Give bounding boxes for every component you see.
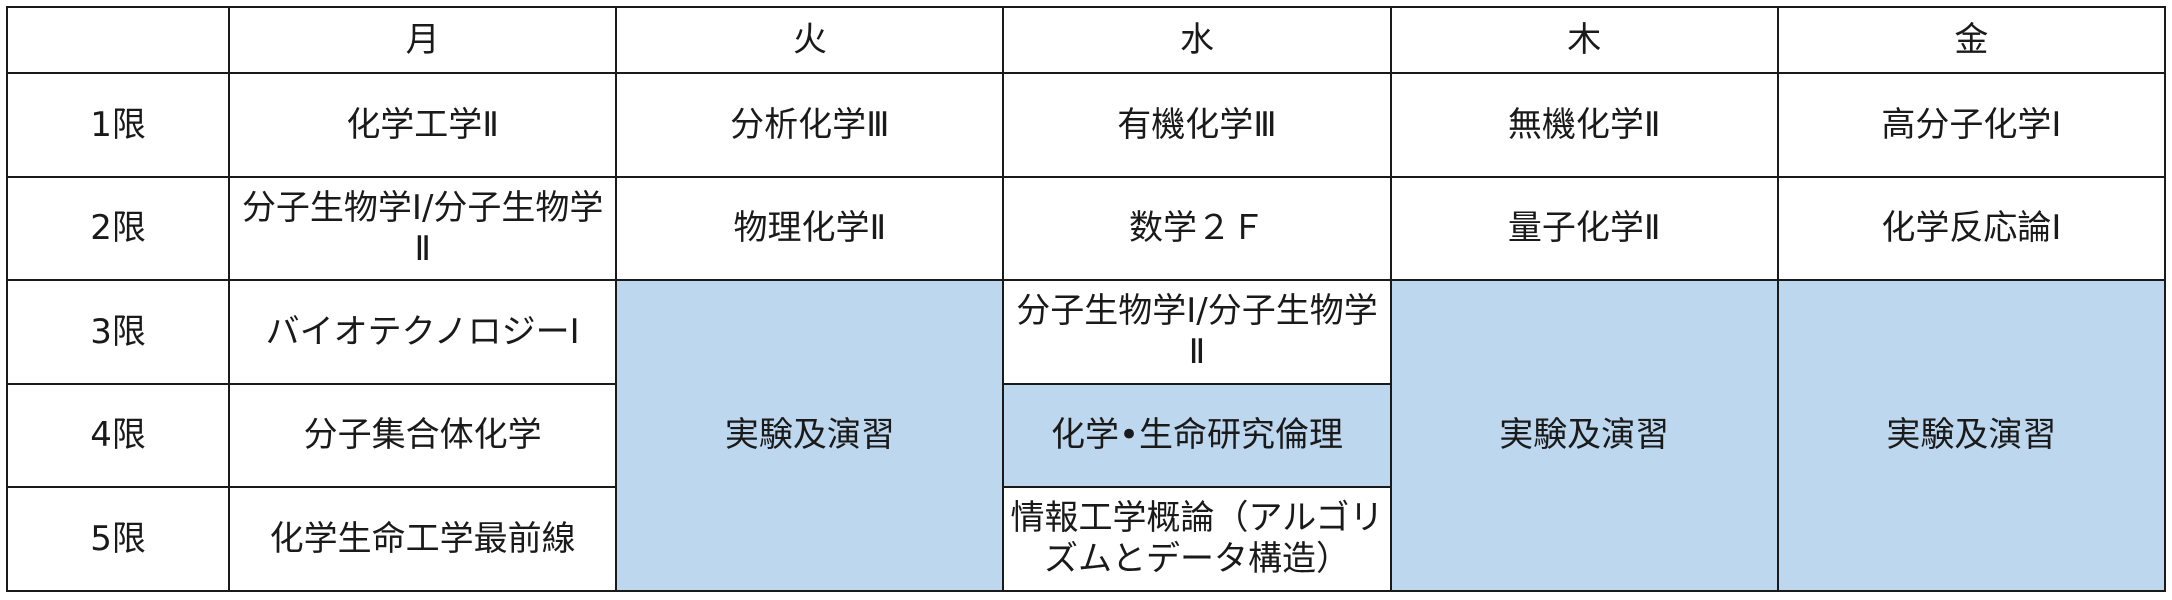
course-cell-mon-4: 分子集合体化学 bbox=[228, 382, 618, 489]
course-cell-thu-1: 無機化学Ⅱ bbox=[1389, 72, 1779, 178]
class-timetable: 月 火 水 木 金 1限 化学工学Ⅱ 分析化学Ⅲ 有機化学Ⅲ 無機化学Ⅱ 高分子… bbox=[5, 5, 2167, 592]
course-cell-fri-1: 高分子化学Ⅰ bbox=[1776, 72, 2167, 178]
course-cell-wed-3: 分子生物学Ⅰ/分子生物学Ⅱ bbox=[1002, 279, 1392, 385]
lab-cell-fri: 実験及演習 bbox=[1776, 279, 2167, 592]
day-header-thu: 木 bbox=[1389, 5, 1779, 75]
lab-cell-thu: 実験及演習 bbox=[1389, 279, 1779, 592]
period-row-3: 3限 バイオテクノロジーⅠ 実験及演習 分子生物学Ⅰ/分子生物学Ⅱ 実験及演習 … bbox=[5, 279, 2167, 592]
period-row-5: 5限 化学生命工学最前線 情報工学概論（アルゴリズムとデータ構造） bbox=[5, 486, 2165, 592]
period-row-4: 4限 分子集合体化学 化学•生命研究倫理 bbox=[5, 382, 2165, 489]
course-cell-mon-2: 分子生物学Ⅰ/分子生物学Ⅱ bbox=[228, 175, 618, 282]
course-cell-tue-2: 物理化学Ⅱ bbox=[615, 175, 1005, 282]
day-header-fri: 金 bbox=[1776, 5, 2167, 75]
corner-cell bbox=[5, 5, 231, 75]
course-cell-wed-4: 化学•生命研究倫理 bbox=[1002, 382, 1392, 489]
course-cell-wed-2: 数学２Ｆ bbox=[1002, 175, 1392, 282]
period-label-2: 2限 bbox=[5, 175, 231, 282]
day-header-wed: 水 bbox=[1002, 5, 1392, 75]
period-label-4: 4限 bbox=[5, 382, 231, 489]
course-cell-mon-5: 化学生命工学最前線 bbox=[228, 486, 618, 592]
course-cell-mon-3: バイオテクノロジーⅠ bbox=[228, 279, 618, 385]
course-cell-wed-5: 情報工学概論（アルゴリズムとデータ構造） bbox=[1002, 486, 1392, 592]
course-cell-mon-1: 化学工学Ⅱ bbox=[228, 72, 618, 178]
period-label-5: 5限 bbox=[5, 486, 231, 592]
period-row-2: 2限 分子生物学Ⅰ/分子生物学Ⅱ 物理化学Ⅱ 数学２Ｆ 量子化学Ⅱ 化学反応論Ⅰ bbox=[5, 175, 2167, 282]
day-header-tue: 火 bbox=[615, 5, 1005, 75]
day-header-mon: 月 bbox=[228, 5, 618, 75]
course-cell-wed-1: 有機化学Ⅲ bbox=[1002, 72, 1392, 178]
header-row: 月 火 水 木 金 bbox=[5, 5, 2167, 75]
period-label-3: 3限 bbox=[5, 279, 231, 385]
course-cell-thu-2: 量子化学Ⅱ bbox=[1389, 175, 1779, 282]
course-cell-tue-1: 分析化学Ⅲ bbox=[615, 72, 1005, 178]
period-label-1: 1限 bbox=[5, 72, 231, 178]
lab-cell-tue: 実験及演習 bbox=[615, 279, 1005, 592]
course-cell-fri-2: 化学反応論Ⅰ bbox=[1776, 175, 2167, 282]
period-row-1: 1限 化学工学Ⅱ 分析化学Ⅲ 有機化学Ⅲ 無機化学Ⅱ 高分子化学Ⅰ bbox=[5, 72, 2167, 178]
